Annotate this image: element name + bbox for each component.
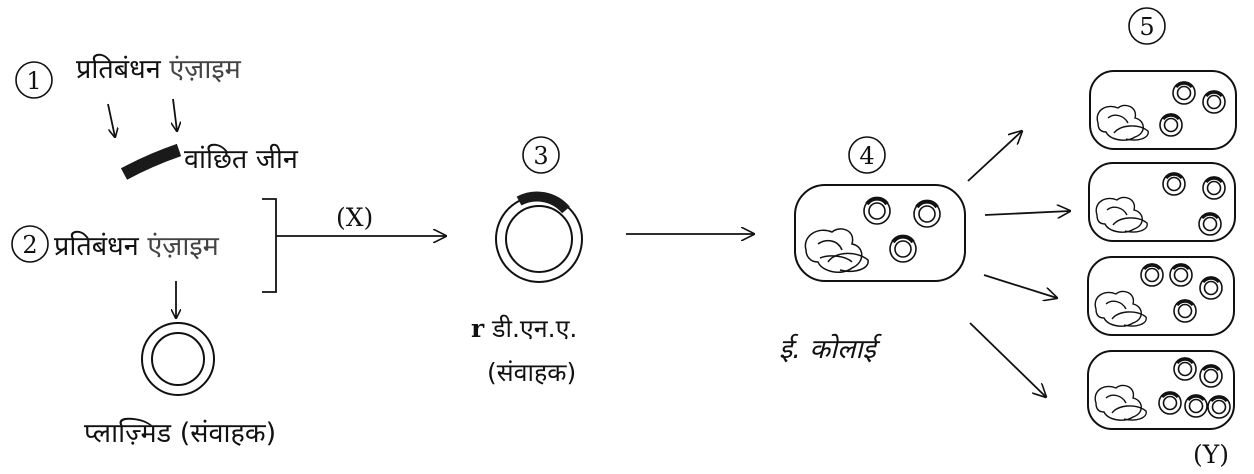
plasmid-ring-icon <box>1169 263 1193 287</box>
plasmid-ring-icon <box>889 234 917 263</box>
plasmid-ring-icon <box>1140 263 1164 287</box>
plasmid-ring-icon <box>1202 90 1226 114</box>
enzyme-1-label: प्रतिबंधन एंज़ाइम <box>76 56 241 83</box>
plasmid-ring-icon <box>1158 391 1182 415</box>
rdna-prefix: r <box>471 314 485 343</box>
nucleoid-icon <box>804 228 869 274</box>
nucleoid-icon <box>1096 104 1149 141</box>
nucleoid-icon <box>1094 384 1147 421</box>
svg-text:5: 5 <box>1139 13 1154 41</box>
svg-text:4: 4 <box>859 142 874 170</box>
enzyme-2-label-part2: एंज़ाइम <box>147 231 219 262</box>
enzyme-1-label-part2: एंज़ाइम <box>169 54 241 85</box>
step-y-label: (Y) <box>1193 440 1230 469</box>
step-2-badge: 2 <box>11 225 49 263</box>
daughter-cell-2 <box>1088 162 1236 242</box>
plasmid-ring-icon <box>1199 364 1223 388</box>
daughter-cell-4 <box>1087 350 1235 430</box>
svg-text:2: 2 <box>22 231 37 259</box>
step-x-label: (X) <box>336 203 374 232</box>
rdna-vector-label: (संवाहक) <box>487 358 577 387</box>
arrow-icon <box>969 322 1046 397</box>
step-4-badge: 4 <box>848 136 886 174</box>
daughter-cell-3 <box>1087 256 1235 336</box>
gene-fragment-icon <box>120 143 182 180</box>
arrow-icon <box>107 103 115 137</box>
plasmid-ring-icon <box>1184 394 1208 418</box>
bacterial-cell-icon <box>794 184 966 282</box>
daughter-cell-1 <box>1089 70 1237 150</box>
desired-gene-label: वांछित जीन <box>184 144 298 175</box>
arrow-icon <box>984 211 1070 215</box>
ecoli-label: ई. कोलाई <box>779 334 876 365</box>
plasmid-ring-icon <box>1162 172 1186 196</box>
nucleoid-icon <box>1094 290 1147 327</box>
step-1-badge: 1 <box>15 61 53 99</box>
arrow-icon <box>967 131 1022 182</box>
plasmid-vector-label: प्लाज़्मिड (संवाहक) <box>84 418 277 449</box>
enzyme-2-label-part1: प्रतिबंधन <box>54 231 139 262</box>
plasmid-ring-icon <box>1172 81 1196 105</box>
arrow-icon <box>983 274 1057 298</box>
svg-text:1: 1 <box>26 67 41 95</box>
plasmid-ring-icon <box>1159 113 1183 137</box>
rdna-label: r डी.एन.ए. <box>471 316 577 341</box>
step-3-badge: 3 <box>522 136 560 174</box>
plasmid-ring-icon <box>1202 176 1226 200</box>
svg-text:3: 3 <box>533 142 548 170</box>
nucleoid-icon <box>1095 196 1148 233</box>
plasmid-ring-icon <box>1207 395 1231 419</box>
plasmid-ring-icon <box>913 199 941 228</box>
plasmid-ring-icon <box>863 196 891 225</box>
arrow-icon <box>173 98 177 131</box>
plasmid-ring-icon <box>1198 212 1222 236</box>
plasmid-ring-icon <box>1199 276 1223 300</box>
plasmid-ring-icon <box>1173 299 1197 323</box>
plasmid-ring-icon <box>141 322 215 396</box>
enzyme-1-label-part1: प्रतिबंधन <box>76 54 161 85</box>
plasmid-ring-icon <box>1173 357 1197 381</box>
bracket <box>262 198 277 293</box>
rdna-text: डी.एन.ए. <box>492 314 578 343</box>
enzyme-2-label: प्रतिबंधन एंज़ाइम <box>54 233 219 260</box>
recombinant-plasmid-icon <box>495 191 583 283</box>
step-5-badge: 5 <box>1128 7 1166 45</box>
